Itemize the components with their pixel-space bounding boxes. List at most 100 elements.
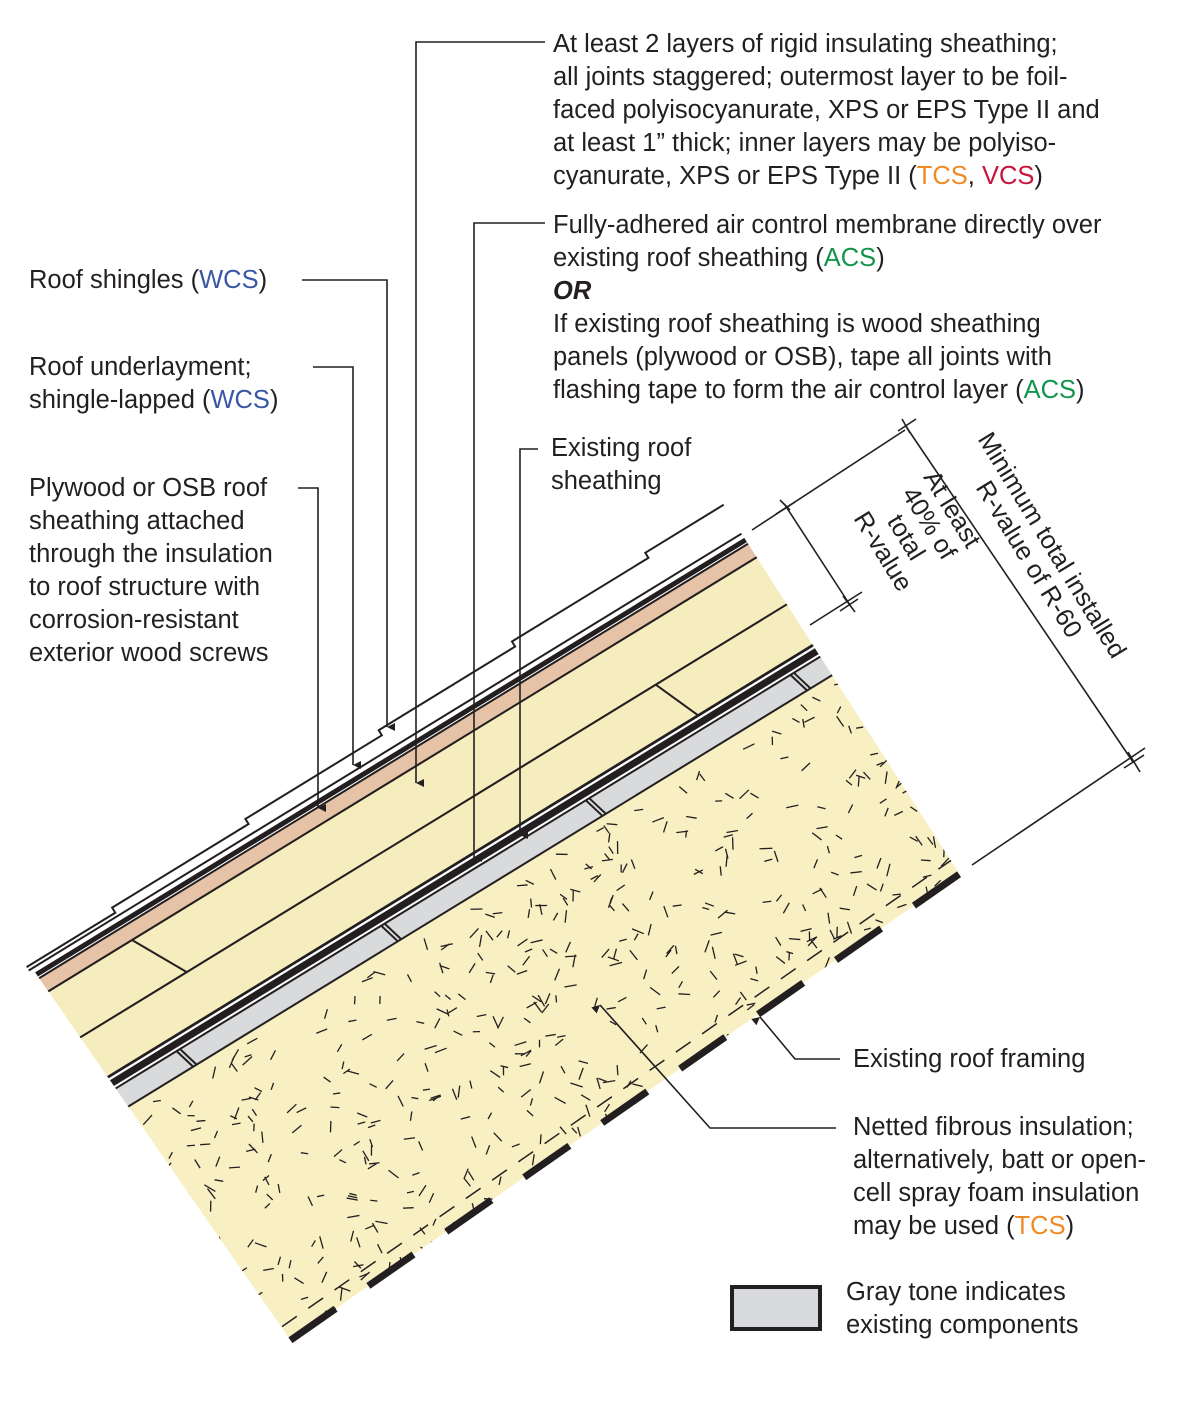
fiber-mark	[554, 1038, 564, 1046]
fiber-mark	[254, 1328, 260, 1336]
fiber-mark	[463, 1177, 471, 1187]
fiber-mark	[951, 885, 963, 893]
fiber-mark	[580, 1094, 591, 1101]
fiber-mark	[366, 971, 376, 979]
fiber-mark	[363, 1156, 367, 1165]
fiber-mark	[529, 1098, 534, 1106]
fiber-mark	[647, 923, 652, 936]
fiber-mark	[228, 1055, 235, 1069]
fiber-mark	[160, 1198, 163, 1208]
fiber-mark	[492, 1015, 499, 1028]
fiber-mark	[879, 883, 884, 892]
label-line: At least 2 layers of rigid insulating sh…	[553, 30, 1058, 58]
fiber-mark	[724, 911, 736, 915]
fiber-mark	[956, 901, 965, 904]
fiber-mark	[884, 771, 888, 784]
fiber-mark	[385, 1080, 394, 1090]
fiber-mark	[836, 715, 845, 727]
fiber-mark	[200, 1143, 211, 1146]
fiber-mark	[554, 1096, 566, 1104]
fiber-mark	[880, 944, 883, 954]
fiber-mark	[717, 909, 728, 919]
label-text: )	[1034, 162, 1043, 190]
label-line: flashing tape to form the air control la…	[553, 374, 1101, 407]
fiber-mark	[428, 1193, 435, 1203]
fiber-mark	[696, 770, 701, 781]
fiber-mark	[609, 961, 623, 967]
label-text: )	[1065, 1212, 1075, 1240]
fiber-mark	[692, 1076, 706, 1080]
fiber-mark	[852, 885, 858, 897]
fiber-mark	[941, 910, 945, 924]
label-line: corrosion-resistant	[29, 606, 239, 634]
fiber-mark	[506, 930, 511, 939]
fiber-mark	[800, 704, 808, 712]
fiber-mark	[609, 894, 614, 904]
fiber-mark	[792, 717, 800, 724]
fiber-mark	[168, 1151, 173, 1159]
fiber-mark	[603, 1142, 610, 1149]
fiber-mark	[726, 829, 739, 834]
fiber-mark	[555, 853, 568, 856]
label-line: existing roof sheathing (ACS)	[553, 242, 1101, 275]
fiber-mark	[559, 893, 568, 900]
fiber-mark	[148, 1163, 156, 1168]
fiber-mark	[423, 938, 429, 950]
fiber-mark	[836, 926, 838, 938]
fiber-mark	[979, 901, 985, 911]
fiber-mark	[813, 859, 819, 869]
label-rigid-sheathing: At least 2 layers of rigid insulating sh…	[553, 28, 1100, 193]
fiber-mark	[724, 792, 734, 799]
fiber-mark	[186, 1144, 196, 1147]
fiber-mark	[231, 1122, 241, 1126]
fiber-mark	[201, 1226, 207, 1235]
fiber-mark	[253, 1311, 265, 1318]
fiber-mark	[917, 912, 922, 924]
fiber-mark	[489, 1070, 501, 1079]
fiber-mark	[632, 1083, 643, 1088]
roof-underlayment-layer	[30, 526, 788, 988]
fiber-mark	[339, 1287, 343, 1301]
fiber-mark	[750, 792, 759, 799]
fiber-mark	[520, 1088, 532, 1098]
fiber-mark	[604, 1103, 611, 1113]
fiber-mark	[161, 1174, 171, 1177]
fiber-mark	[739, 789, 750, 800]
fiber-mark	[771, 730, 782, 735]
fiber-mark	[773, 850, 779, 863]
fiber-mark	[801, 762, 811, 772]
fiber-mark	[217, 1245, 221, 1257]
fiber-mark	[812, 696, 821, 702]
fiber-mark	[206, 1188, 216, 1200]
fiber-mark	[517, 938, 528, 947]
fiber-mark	[199, 1259, 205, 1270]
fiber-mark	[709, 970, 718, 981]
fiber-mark	[371, 1222, 379, 1233]
tcs-tag: TCS	[916, 162, 968, 190]
fiber-mark	[406, 974, 413, 983]
label-text: cyanurate, XPS or EPS Type II (	[553, 162, 917, 190]
fiber-mark	[307, 1196, 314, 1207]
fiber-mark	[541, 1003, 550, 1014]
fiber-mark	[830, 871, 839, 876]
fiber-mark	[780, 756, 789, 760]
fiber-mark	[940, 857, 950, 867]
fiber-mark	[231, 1063, 238, 1072]
label-line: Roof shingles (WCS)	[29, 264, 267, 297]
fiber-mark	[806, 936, 817, 943]
fiber-mark	[403, 1137, 416, 1140]
fiber-mark	[346, 1197, 358, 1201]
fiber-mark	[596, 1077, 601, 1090]
fiber-mark	[714, 1078, 721, 1088]
fiber-mark	[649, 891, 654, 901]
fiber-mark	[819, 887, 827, 899]
plywood-sheathing-layer	[30, 526, 799, 1005]
vcs-tag: VCS	[981, 162, 1035, 190]
fiber-mark	[411, 1096, 419, 1100]
fiber-mark	[129, 1124, 139, 1134]
label-text: may be used (	[853, 1212, 1015, 1240]
fiber-mark	[732, 953, 739, 965]
fiber-mark	[530, 898, 533, 908]
fiber-mark	[248, 1096, 259, 1101]
fiber-mark	[291, 1124, 302, 1134]
